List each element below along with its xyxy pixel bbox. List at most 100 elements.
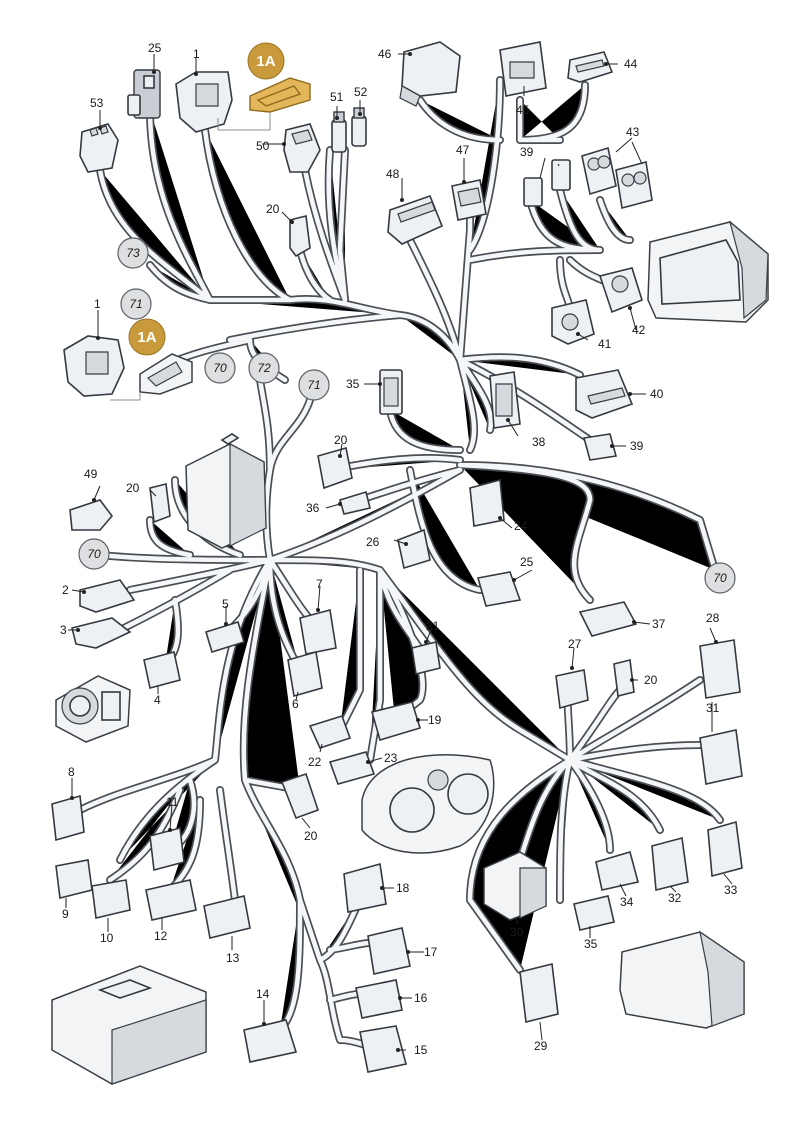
connector-9[interactable] xyxy=(55,859,93,899)
label-24: 24 xyxy=(514,519,528,533)
label-21: 21 xyxy=(426,619,440,633)
label-11: 11 xyxy=(166,795,179,809)
connector-3[interactable] xyxy=(71,617,132,649)
connector-39-top-b[interactable] xyxy=(551,159,571,191)
badge-1A-top[interactable]: 1A xyxy=(247,42,285,80)
connector-27[interactable] xyxy=(555,669,589,710)
badge-1A-mid[interactable]: 1A xyxy=(128,318,166,356)
connector-20-a[interactable] xyxy=(289,215,311,258)
ref-circle-70-b[interactable]: 70 xyxy=(78,538,110,570)
connector-50[interactable] xyxy=(283,123,321,173)
ref-circle-73[interactable]: 73 xyxy=(117,237,149,269)
connector-29[interactable] xyxy=(519,963,559,1023)
ref-circle-71-b[interactable]: 71 xyxy=(298,369,330,401)
connector-11[interactable] xyxy=(149,826,185,872)
connector-44[interactable] xyxy=(567,51,614,83)
label-20-d: 20 xyxy=(304,829,318,843)
radio-unit-bottom-left xyxy=(51,965,207,1085)
label-10: 10 xyxy=(100,931,114,945)
radio-unit-top xyxy=(647,220,769,323)
connector-43-a[interactable] xyxy=(581,146,617,196)
label-17: 17 xyxy=(424,945,438,959)
connector-35-bottom[interactable] xyxy=(573,895,615,931)
connector-15[interactable] xyxy=(359,1025,407,1073)
connector-19[interactable] xyxy=(371,701,422,741)
connector-37[interactable] xyxy=(578,601,638,637)
connector-6[interactable] xyxy=(287,650,323,698)
connector-32[interactable] xyxy=(651,836,689,892)
label-18: 18 xyxy=(396,881,410,895)
connector-40[interactable] xyxy=(575,369,634,419)
label-9: 9 xyxy=(62,907,69,921)
connector-20-e[interactable] xyxy=(613,659,635,697)
connector-41[interactable] xyxy=(551,299,595,345)
label-43: 43 xyxy=(626,125,640,139)
label-42: 42 xyxy=(632,323,646,337)
connector-53[interactable] xyxy=(79,123,119,173)
connector-43-b[interactable] xyxy=(615,160,653,210)
connector-31[interactable] xyxy=(699,729,743,785)
connector-10[interactable] xyxy=(91,879,131,919)
label-39-top: 39 xyxy=(520,145,534,159)
svg-text:70: 70 xyxy=(713,571,727,585)
connector-42[interactable] xyxy=(598,267,643,314)
connector-36[interactable] xyxy=(339,490,371,515)
connector-23[interactable] xyxy=(328,751,376,785)
connector-22[interactable] xyxy=(308,715,352,749)
connector-38[interactable] xyxy=(489,371,521,429)
connector-39-top-a[interactable] xyxy=(523,177,543,207)
connector-8[interactable] xyxy=(51,794,85,842)
cap-1A-mid[interactable] xyxy=(139,353,193,395)
label-5: 5 xyxy=(222,597,229,611)
connector-49[interactable] xyxy=(69,499,114,531)
connector-4[interactable] xyxy=(143,651,181,689)
connector-1-mid[interactable] xyxy=(63,335,125,397)
connector-21[interactable] xyxy=(411,641,441,675)
connector-14[interactable] xyxy=(243,1019,298,1063)
connector-24[interactable] xyxy=(469,478,505,527)
connector-2[interactable] xyxy=(79,579,136,613)
connector-16[interactable] xyxy=(355,979,403,1019)
connector-1-top[interactable] xyxy=(175,71,233,133)
connector-34[interactable] xyxy=(595,851,639,891)
label-7: 7 xyxy=(316,577,323,591)
label-44: 44 xyxy=(624,57,638,71)
connector-25-top[interactable] xyxy=(127,69,161,119)
label-30: 30 xyxy=(510,925,524,939)
connector-51[interactable] xyxy=(331,111,347,153)
connector-26[interactable] xyxy=(397,528,431,570)
ref-circle-70-a[interactable]: 70 xyxy=(204,352,236,384)
cap-1A-top[interactable] xyxy=(249,77,311,113)
connector-18[interactable] xyxy=(343,862,387,913)
label-37: 37 xyxy=(652,617,666,631)
label-39-mid: 39 xyxy=(630,439,644,453)
label-20-c: 20 xyxy=(126,481,140,495)
connector-25-mid[interactable] xyxy=(476,571,522,607)
connector-30[interactable] xyxy=(483,851,547,921)
label-1-mid: 1 xyxy=(94,297,101,311)
connector-20-b[interactable] xyxy=(317,446,353,490)
label-20-b: 20 xyxy=(334,433,348,447)
connector-17[interactable] xyxy=(367,927,411,975)
ref-circle-72[interactable]: 72 xyxy=(248,352,280,384)
ref-circle-71-a[interactable]: 71 xyxy=(120,288,152,320)
label-29: 29 xyxy=(534,1039,548,1053)
connector-28[interactable] xyxy=(699,639,741,699)
svg-text:1A: 1A xyxy=(137,329,156,346)
connector-12[interactable] xyxy=(145,879,197,921)
connector-47[interactable] xyxy=(451,179,487,221)
connector-45[interactable] xyxy=(499,41,547,97)
connector-7[interactable] xyxy=(299,608,337,655)
module-49-area xyxy=(185,433,267,549)
connector-33[interactable] xyxy=(707,820,743,878)
connector-48[interactable] xyxy=(387,194,444,245)
connector-46[interactable] xyxy=(399,41,461,107)
ref-circle-70-c[interactable]: 70 xyxy=(704,562,736,594)
connector-20-c[interactable] xyxy=(149,483,171,524)
connector-35-top[interactable] xyxy=(379,369,403,415)
label-33: 33 xyxy=(724,883,738,897)
connector-20-d[interactable] xyxy=(280,772,320,820)
connector-13[interactable] xyxy=(203,895,251,939)
label-45: 45 xyxy=(516,103,530,117)
connector-39-mid[interactable] xyxy=(582,433,618,461)
